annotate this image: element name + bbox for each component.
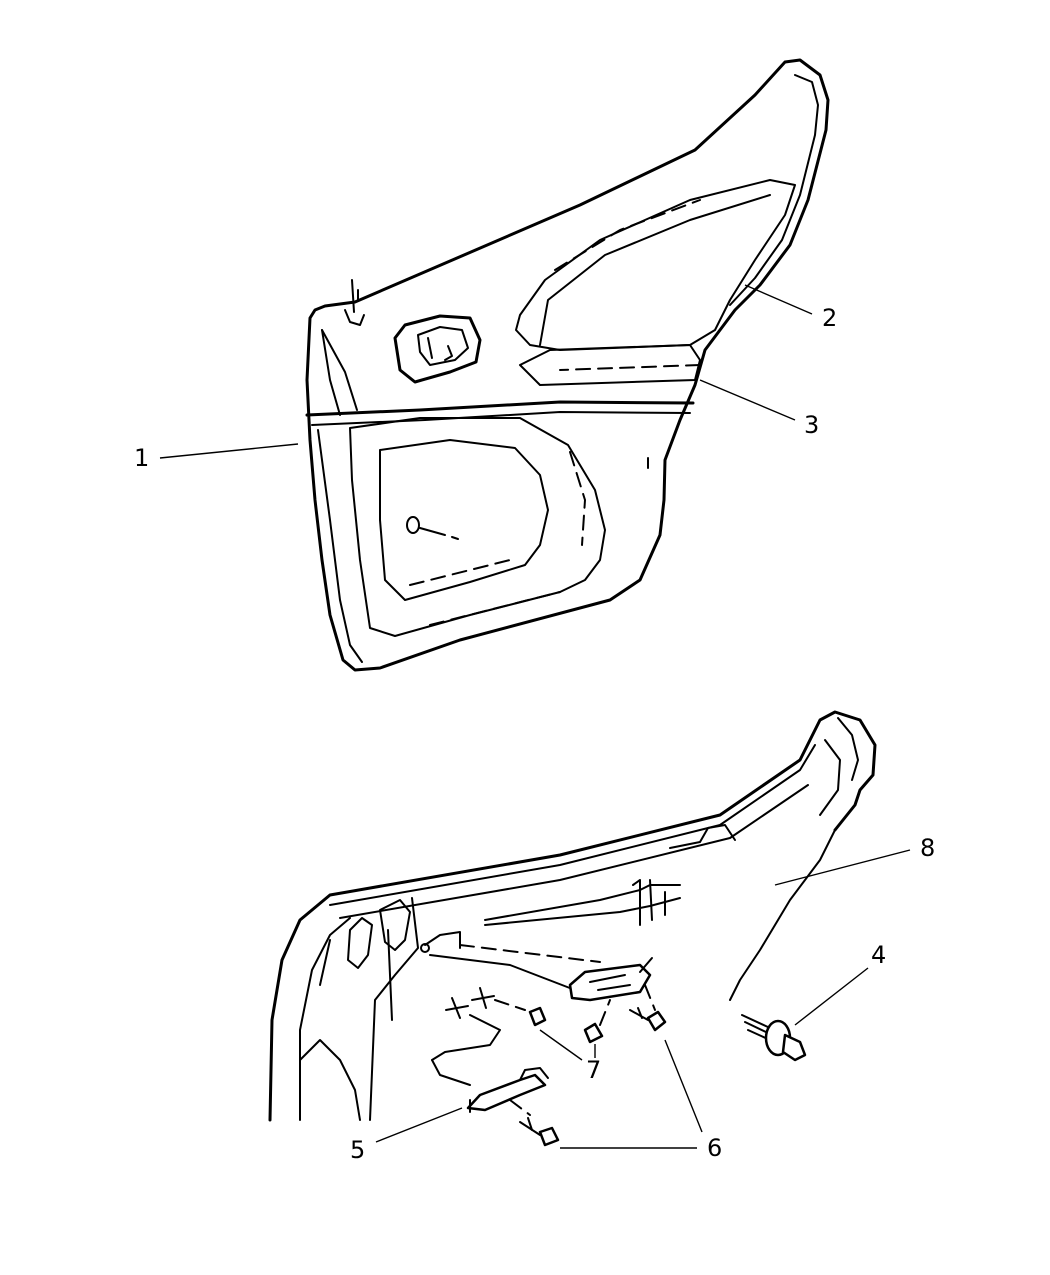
leader-8 [774, 849, 911, 886]
leader-6a [664, 1039, 703, 1133]
callout-2: 2 [822, 304, 837, 332]
leader-4 [794, 967, 869, 1026]
remote-handle-bracket [568, 957, 656, 1011]
leader-lines [159, 284, 911, 1149]
screw-6-lower [519, 1117, 560, 1147]
callout-6-upper: 6 [707, 1134, 722, 1162]
leader-3 [699, 379, 796, 421]
leader-2 [744, 284, 813, 315]
callout-5: 5 [350, 1136, 365, 1164]
door-inner-panel [268, 710, 877, 1122]
callout-4: 4 [871, 941, 886, 969]
bracket-5 [431, 1014, 549, 1116]
door-trim-panel [305, 58, 830, 672]
callout-1: 1 [134, 444, 149, 472]
screw-6-upper [629, 1007, 667, 1032]
callout-3: 3 [804, 411, 819, 439]
cross-clips [445, 987, 495, 1019]
callout-7: 7 [586, 1056, 601, 1084]
callout-8: 8 [920, 834, 935, 862]
leader-7a [539, 1029, 583, 1061]
clip-nut-7 [494, 999, 611, 1044]
leader-5 [375, 1107, 463, 1143]
leader-1 [159, 443, 299, 459]
push-pin-fastener-4 [741, 1014, 807, 1062]
